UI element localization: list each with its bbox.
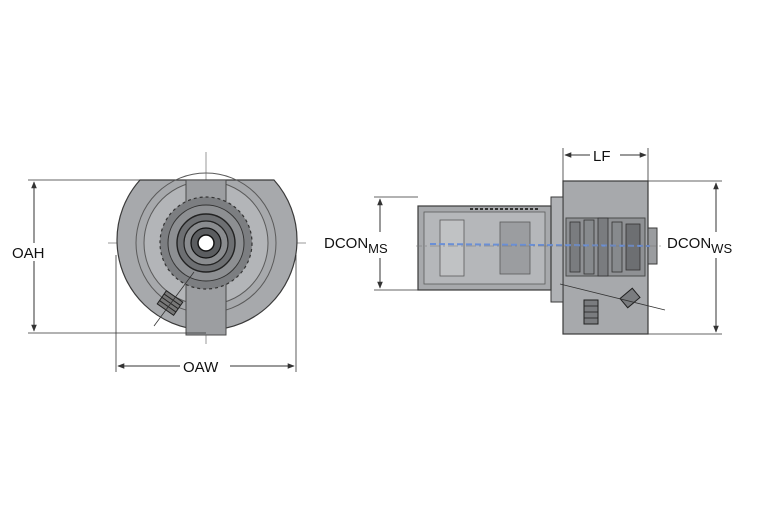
dcon-ms-dimension: DCONMS — [322, 196, 418, 291]
dcon-ws-label: DCON — [667, 235, 711, 252]
lf-dimension: LF — [562, 146, 649, 181]
side-clamp-screw — [583, 299, 599, 325]
side-internal-parts — [569, 217, 641, 277]
svg-text:DCONWS: DCONWS — [667, 235, 732, 256]
oaw-dimension: OAW — [115, 255, 297, 376]
front-clamp-screw — [156, 290, 184, 316]
front-view — [108, 152, 306, 344]
oah-dimension: OAH — [10, 179, 206, 334]
side-flange — [550, 196, 564, 303]
svg-text:DCONMS: DCONMS — [324, 235, 388, 256]
front-bore — [197, 234, 215, 252]
oaw-label: OAW — [183, 359, 219, 376]
coolant-channel — [429, 243, 651, 247]
dcon-ws-subscript: WS — [711, 241, 732, 256]
lf-label: LF — [593, 148, 611, 165]
dcon-ms-subscript: MS — [368, 241, 388, 256]
oah-label: OAH — [12, 245, 45, 262]
side-view — [412, 180, 666, 335]
dcon-ws-dimension: DCONWS — [648, 180, 762, 335]
dcon-ms-label: DCON — [324, 235, 368, 252]
